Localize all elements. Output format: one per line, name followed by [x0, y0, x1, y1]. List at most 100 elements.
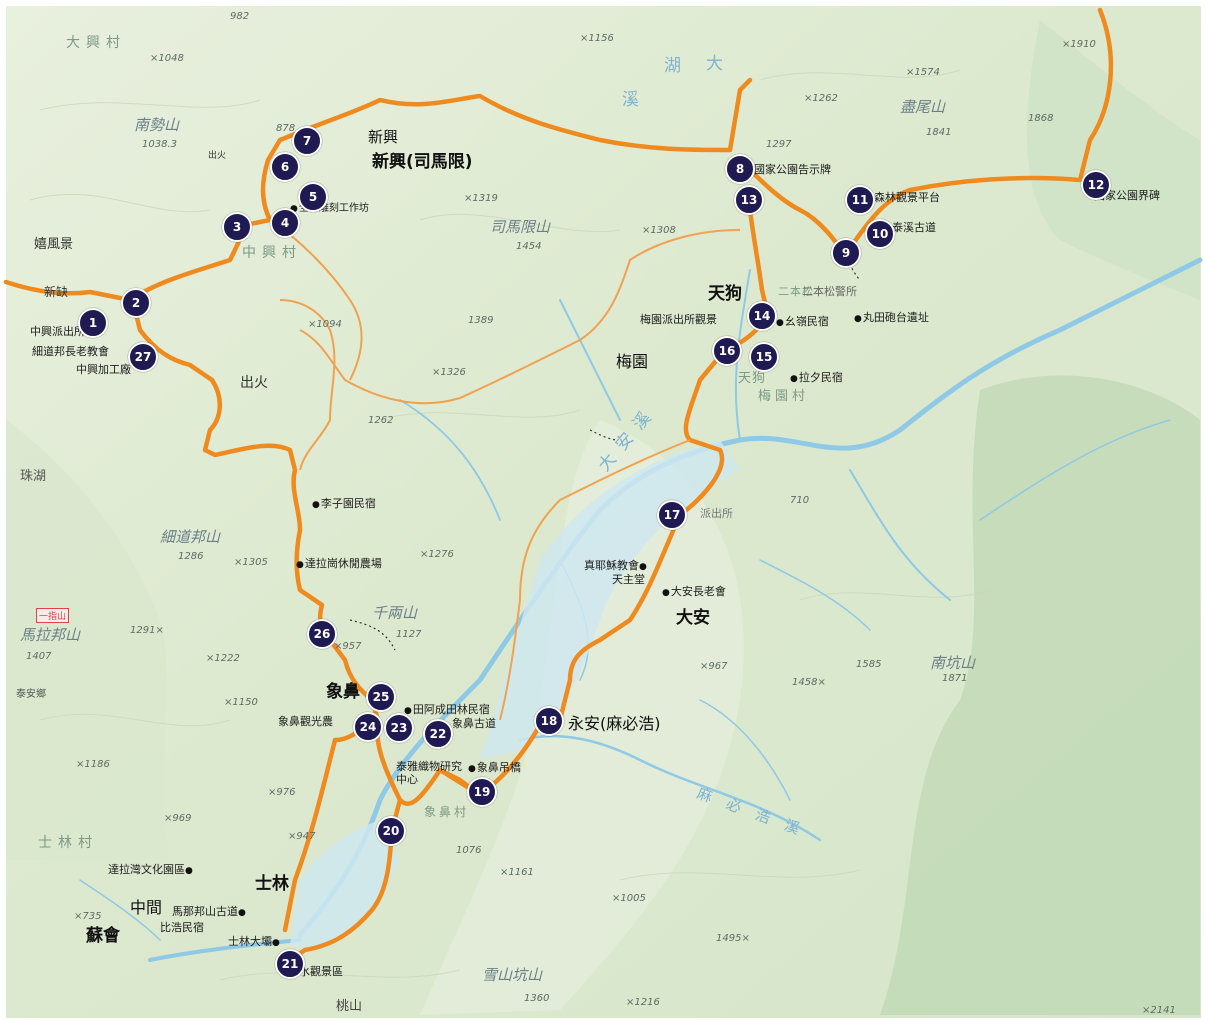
- route-marker-2[interactable]: 2: [121, 288, 151, 318]
- peak-1156: ×1156: [580, 33, 614, 44]
- route-marker-16[interactable]: 16: [712, 336, 742, 366]
- peak-2141: ×2141: [1142, 1005, 1176, 1016]
- poi-tianzhu-church: 天主堂: [612, 573, 645, 586]
- poi-daan-elder-church: ●大安長老會: [662, 585, 726, 598]
- terrain-ridge-east: [880, 375, 1200, 1015]
- peak-1127: 1127: [396, 629, 422, 640]
- mountain-simaxian: 司馬限山: [490, 218, 551, 236]
- river-label-big: 大: [706, 54, 723, 74]
- route-marker-23[interactable]: 23: [384, 713, 414, 743]
- peak-735: ×735: [74, 911, 102, 922]
- poi-wantian-fort: ●丸田砲台遺址: [854, 311, 929, 324]
- peak-1076: 1076: [456, 845, 482, 856]
- peak-1222: ×1222: [206, 653, 240, 664]
- place-yong-an: 永安(麻必浩): [568, 714, 661, 733]
- mountain-nankeng: 南坑山: [930, 654, 976, 672]
- peak-1291: 1291×: [130, 625, 164, 636]
- poi-forest-platform: 森林觀景平台: [874, 191, 940, 204]
- peak-1038: 1038.3: [142, 139, 177, 150]
- village-shilin: 士林村: [38, 835, 98, 851]
- route-marker-13[interactable]: 13: [734, 185, 764, 215]
- place-su-hui: 蘇會: [86, 926, 120, 946]
- terrain-ridge-ne: [1026, 20, 1200, 300]
- route-marker-1[interactable]: 1: [78, 308, 108, 338]
- route-marker-4[interactable]: 4: [270, 208, 300, 238]
- poi-xiangbi-view: 象鼻觀光農: [278, 715, 333, 728]
- peak-1871: 1871: [942, 673, 968, 684]
- route-marker-8[interactable]: 8: [725, 154, 755, 184]
- peak-1276: ×1276: [420, 549, 454, 560]
- place-chuhuo: 出火: [240, 375, 268, 391]
- poi-tianya-bnb: ●田阿成田林民宿: [404, 703, 490, 716]
- place-shilin: 士林: [255, 874, 289, 894]
- peak-1048: ×1048: [150, 53, 184, 64]
- peak-1360: 1360: [524, 993, 550, 1004]
- river-label-lake: 湖: [664, 56, 681, 76]
- poi-lizi-bnb: ●李子園民宿: [312, 497, 376, 510]
- terrain-valley: [420, 420, 744, 1015]
- peak-1326: ×1326: [432, 367, 466, 378]
- poi-erben-police: 二本松警所: [802, 285, 857, 298]
- peak-1454: 1454: [516, 241, 542, 252]
- route-marker-17[interactable]: 17: [657, 500, 687, 530]
- peak-1841: 1841: [926, 127, 952, 138]
- poi-xiangde-bnb: ●幺嶺民宿: [776, 315, 829, 328]
- poi-natl-park-sign: 國家公園告示牌: [754, 163, 831, 176]
- village-zhongxing: 中興村: [242, 245, 302, 261]
- peak-1286: 1286: [178, 551, 204, 562]
- peak-969: ×969: [164, 813, 192, 824]
- peak-1297: 1297: [766, 139, 792, 150]
- route-marker-12[interactable]: 12: [1081, 170, 1111, 200]
- peak-1186: ×1186: [76, 759, 110, 770]
- place-tiangou: 天狗: [708, 284, 742, 304]
- poi-xidaobang-church: 細道邦長老教會: [32, 345, 109, 358]
- route-marker-14[interactable]: 14: [747, 301, 777, 331]
- peak-957: ×957: [334, 641, 362, 652]
- route-marker-6[interactable]: 6: [270, 152, 300, 182]
- poi-plant-center: 泰雅織物研究中心: [396, 760, 462, 787]
- route-marker-7[interactable]: 7: [292, 126, 322, 156]
- route-marker-18[interactable]: 18: [534, 706, 564, 736]
- peak-878: 878: [276, 123, 296, 134]
- poi-shilin-dam: 士林大壩●: [228, 935, 280, 948]
- route-marker-15[interactable]: 15: [749, 342, 779, 372]
- route-marker-20[interactable]: 20: [376, 816, 406, 846]
- village-tiangou: 天狗: [738, 371, 767, 386]
- route-marker-9[interactable]: 9: [831, 238, 861, 268]
- peak-1094: ×1094: [308, 319, 342, 330]
- peak-1305: ×1305: [234, 557, 268, 568]
- route-marker-5[interactable]: 5: [298, 182, 328, 212]
- route-marker-3[interactable]: 3: [222, 212, 252, 242]
- contour-lines: [29, 69, 991, 981]
- peak-967: ×967: [700, 661, 728, 672]
- poi-malabang-trail: 馬那邦山古道●: [172, 905, 246, 918]
- place-xinxing: 新興(司馬限): [372, 152, 473, 172]
- route-marker-24[interactable]: 24: [353, 712, 383, 742]
- route-secondary: [269, 219, 741, 721]
- route-marker-19[interactable]: 19: [467, 777, 497, 807]
- route-marker-21[interactable]: 21: [275, 949, 305, 979]
- route-marker-11[interactable]: 11: [845, 185, 875, 215]
- peak-982: 982: [230, 11, 250, 22]
- route-marker-10[interactable]: 10: [865, 219, 895, 249]
- poi-jesus-church: 真耶穌教會●: [584, 559, 647, 572]
- route-marker-26[interactable]: 26: [307, 619, 337, 649]
- poi-laxi-bnb: ●拉夕民宿: [790, 371, 843, 384]
- poi-natl-park-boundary: 國家公園界碑: [1094, 189, 1160, 202]
- mountain-qianliang: 千兩山: [372, 604, 418, 622]
- poi-zhongxing-processing: 中興加工廠: [76, 363, 131, 376]
- place-xiangbi: 象鼻: [326, 682, 360, 702]
- place-xinxing-small: 新興: [368, 128, 399, 146]
- misc-lungan: 桃山: [336, 999, 363, 1014]
- poi-zhongxing-police: 中興派出所: [30, 325, 85, 338]
- route-marker-25[interactable]: 25: [366, 682, 396, 712]
- place-da-an: 大安: [676, 608, 710, 628]
- poi-police-17: 派出所: [700, 507, 733, 520]
- village-xiangbi: 象鼻村: [424, 805, 470, 819]
- route-marker-22[interactable]: 22: [423, 719, 453, 749]
- peak-1868: 1868: [1028, 113, 1054, 124]
- place-zhongyi: 中間: [130, 898, 163, 917]
- route-marker-27[interactable]: 27: [128, 342, 158, 372]
